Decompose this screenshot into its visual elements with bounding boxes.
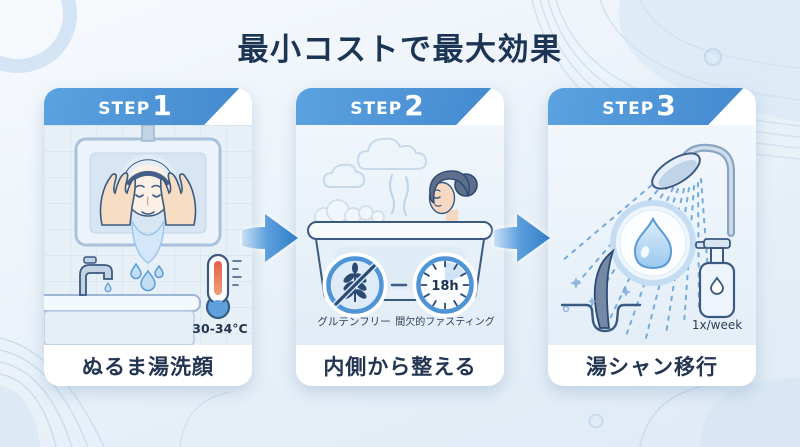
- clock-hours-label: 18h: [431, 279, 458, 294]
- step1-caption: ぬるま湯洗顔: [44, 345, 252, 386]
- step3-header: STEP 3: [548, 88, 744, 125]
- gluten-free-icon: [322, 252, 388, 318]
- step3-illustration: 1x/week: [548, 125, 756, 345]
- foam-bubbles: [314, 199, 385, 227]
- thermometer-icon: [205, 253, 242, 320]
- step2-word: STEP: [350, 99, 403, 119]
- step1-card: STEP 1: [44, 88, 252, 386]
- blob-decoration-bottom-right: [700, 378, 800, 447]
- water-drops-icon: [130, 262, 164, 292]
- sink-counter: [44, 294, 201, 345]
- step3-card: STEP 3: [548, 88, 756, 386]
- step2-number: 2: [404, 89, 424, 122]
- step2-card: STEP 2: [296, 88, 504, 386]
- step1-illustration: 30-34°C: [44, 125, 252, 345]
- temperature-label: 30-34°C: [192, 321, 247, 336]
- right-arrow-icon-1: [242, 214, 298, 262]
- hair-follicle-icon: [560, 248, 642, 333]
- steam-icon: [322, 137, 428, 216]
- step3-word: STEP: [602, 99, 655, 119]
- step3-caption: 湯シャン移行: [548, 345, 756, 386]
- step3-number: 3: [656, 89, 676, 122]
- sparkle-icons: [570, 277, 631, 306]
- shampoo-bottle-icon: [695, 238, 736, 319]
- water-stream: [131, 220, 165, 264]
- faucet-icon: [79, 256, 113, 296]
- fasting-label: 間欠的ファスティング: [395, 315, 494, 328]
- shower-head-icon: [651, 152, 701, 190]
- water-drop-badge: [610, 200, 696, 286]
- fasting-clock-icon: 18h: [412, 252, 478, 318]
- page-title: 最小コストで最大効果: [237, 32, 563, 68]
- frequency-label: 1x/week: [692, 318, 742, 332]
- gluten-free-label: グルテンフリー: [317, 315, 390, 328]
- face-wash-illustration: [99, 155, 197, 264]
- right-arrow-icon-2: [494, 214, 550, 262]
- left-hand: [99, 172, 137, 226]
- step2-illustration: 18h グルテンフリー 間欠的ファスティング: [296, 125, 504, 345]
- step2-header: STEP 2: [296, 88, 492, 125]
- step1-number: 1: [152, 89, 172, 122]
- ring-decoration-top-left: [0, 0, 77, 73]
- step1-word: STEP: [98, 99, 151, 119]
- bather-illustration: [428, 170, 478, 224]
- step2-caption: 内側から整える: [296, 345, 504, 386]
- right-hand: [159, 172, 197, 226]
- step1-header: STEP 1: [44, 88, 240, 125]
